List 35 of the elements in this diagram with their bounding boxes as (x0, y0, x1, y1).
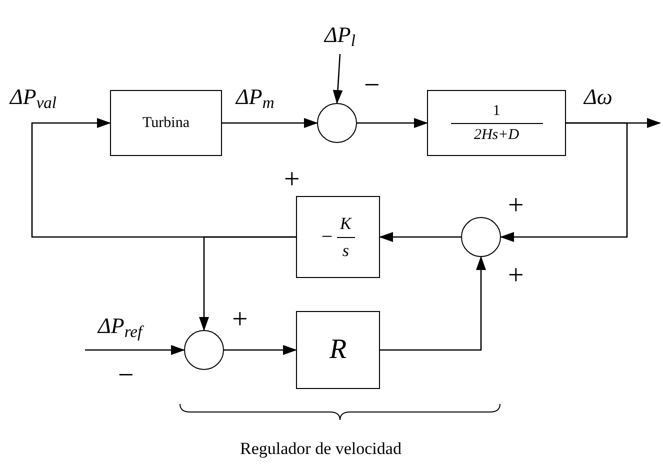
summing-junction (461, 217, 501, 257)
sign-label: + (508, 192, 524, 220)
signal-label: ΔP$_{ref}$ (98, 312, 142, 342)
signal-arrow (199, 236, 296, 331)
transfer-block (296, 311, 380, 389)
signal-arrow (332, 54, 343, 104)
sign-label: − (118, 362, 134, 390)
block-label: R (329, 333, 347, 367)
signal-arrow (357, 118, 428, 128)
sign-label: + (232, 306, 248, 334)
sign-label: + (508, 262, 524, 290)
signal-arrow (222, 118, 318, 128)
signal-label: Δω (584, 83, 612, 111)
transfer-block (110, 90, 222, 156)
denominator: s (342, 240, 349, 261)
signal-label: ΔP$_{l}$ (324, 20, 356, 50)
signal-label: ΔP$_{val}$ (10, 83, 57, 113)
group-label: Regulador de velocidad (240, 438, 402, 460)
signal-arrow (380, 256, 486, 351)
sign-label: + (284, 166, 300, 194)
numerator: 1 (492, 102, 500, 120)
numerator: K (340, 213, 352, 234)
transfer-block (427, 90, 566, 156)
sign-label: − (364, 72, 380, 100)
signal-arrow (224, 345, 297, 355)
denominator: 2Hs+D (474, 126, 520, 144)
summing-junction (184, 330, 224, 370)
block-label: Turbina (142, 114, 190, 133)
transfer-block (296, 196, 380, 278)
signal-arrow (500, 122, 628, 242)
summing-junction (317, 103, 357, 143)
signal-arrow (379, 232, 461, 242)
signal-label: ΔP$_{m}$ (236, 83, 274, 113)
signal-arrow (85, 345, 185, 355)
minus-sign: − (321, 225, 333, 250)
